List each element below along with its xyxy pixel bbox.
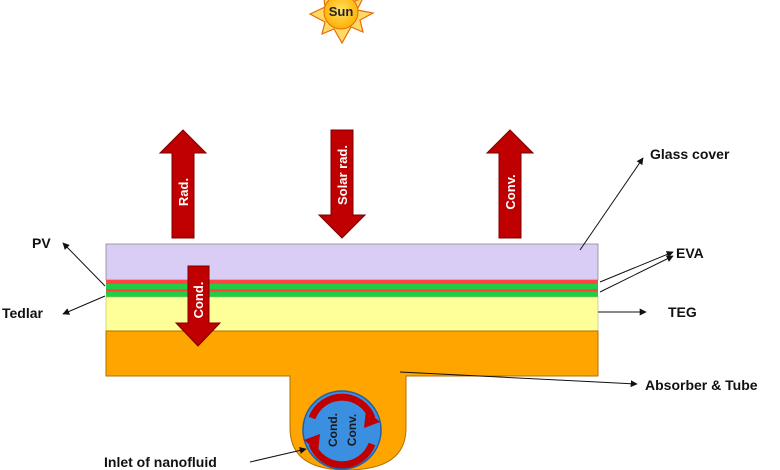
conduction-arrow bbox=[174, 265, 222, 347]
nanofluid-circle bbox=[302, 390, 382, 470]
pv-layer bbox=[106, 284, 598, 289]
tedlar-leader bbox=[62, 295, 106, 315]
eva-layer-top bbox=[106, 280, 598, 284]
convection-arrow bbox=[485, 129, 535, 239]
eva-leader-1 bbox=[599, 251, 674, 283]
tedlar-label: Tedlar bbox=[2, 305, 44, 321]
absorber-leader bbox=[399, 371, 638, 388]
solar-radiation-arrow bbox=[317, 129, 367, 239]
tube-conduction-label: Cond. bbox=[326, 413, 340, 447]
inlet-leader bbox=[249, 447, 307, 463]
glass-cover-leader bbox=[579, 157, 644, 251]
eva-label: EVA bbox=[676, 245, 704, 261]
eva-leader-2 bbox=[599, 255, 674, 293]
glass-cover-layer bbox=[105, 243, 599, 281]
conduction-arrow-label: Cond. bbox=[191, 282, 206, 319]
tube-convection-label: Conv. bbox=[345, 414, 359, 446]
pv-leader bbox=[62, 242, 106, 287]
tedlar-layer bbox=[106, 292, 598, 297]
glass-cover-label: Glass cover bbox=[650, 146, 730, 162]
inlet-label: Inlet of nanofluid bbox=[104, 454, 217, 470]
pv-label: PV bbox=[32, 235, 51, 251]
circulation-arrows-icon bbox=[304, 393, 380, 469]
solar-radiation-arrow-label: Solar rad. bbox=[335, 145, 350, 205]
radiation-arrow-label: Rad. bbox=[176, 178, 191, 206]
sun-label: Sun bbox=[329, 4, 354, 19]
eva-layer-bottom bbox=[106, 289, 598, 292]
radiation-arrow bbox=[158, 129, 208, 239]
absorber-label: Absorber & Tube bbox=[645, 377, 758, 393]
convection-arrow-label: Conv. bbox=[503, 174, 518, 209]
teg-label: TEG bbox=[668, 304, 697, 320]
sun-icon bbox=[308, 0, 375, 45]
